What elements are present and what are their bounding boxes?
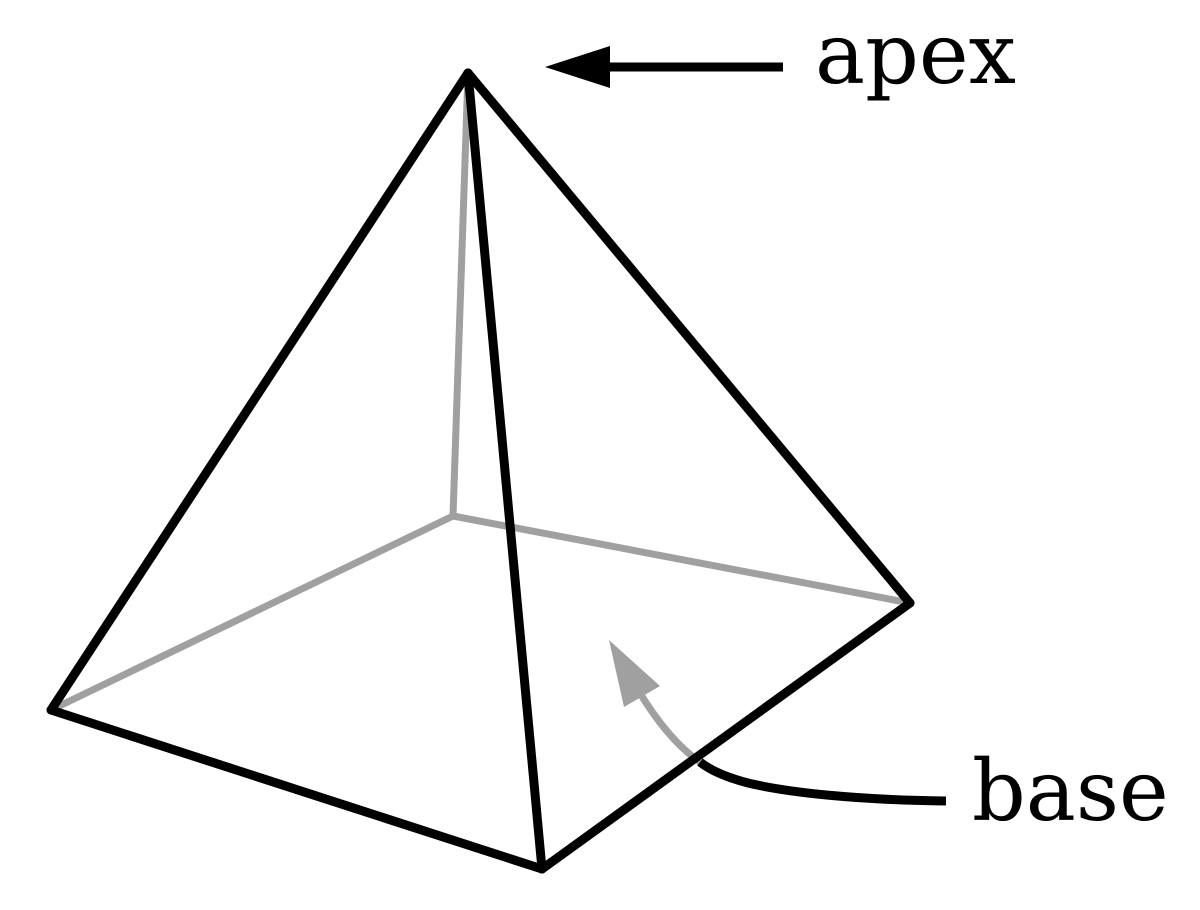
- hidden-edge-apex-to-back-corner: [449, 69, 472, 520]
- hidden-edges: [47, 69, 914, 714]
- hidden-edge-back-corner-to-right-corner: [449, 512, 914, 607]
- hidden-edge-back-corner-to-left-corner: [47, 512, 457, 714]
- base-arrow-gray-shaft: [635, 688, 702, 765]
- visible-edge-left-to-front-corner: [46, 705, 547, 874]
- apex-arrow: [545, 46, 783, 88]
- visible-edge-apex-to-left-corner: [46, 68, 473, 715]
- apex-arrow-head: [545, 46, 610, 88]
- visible-edge-apex-to-front-corner: [463, 68, 547, 874]
- base-arrow-head-part: [609, 640, 702, 765]
- base-leader-line: [697, 758, 947, 806]
- base-label: base: [972, 742, 1169, 840]
- apex-label: apex: [815, 5, 1016, 103]
- visible-edge-front-to-right-corner: [537, 598, 915, 874]
- visible-edge-apex-to-right-corner: [463, 68, 915, 608]
- visible-edges: [46, 68, 915, 874]
- base-arrow-head: [609, 640, 660, 707]
